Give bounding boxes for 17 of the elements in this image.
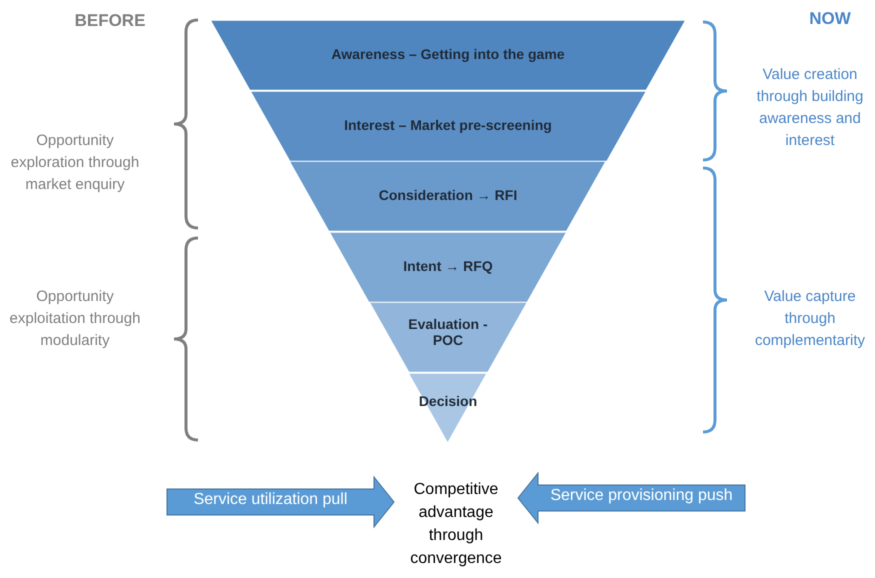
heading: BEFORE	[74, 10, 146, 32]
band-label: Decision	[418, 392, 478, 408]
annotation-text: Opportunity exploration through market enquiry	[10, 131, 140, 195]
block-arrow	[166, 476, 395, 528]
annotation-text: Value capture through complementarity	[754, 287, 866, 351]
band-label: Interest – Market pre-screening	[343, 116, 553, 132]
band-label: Awareness – Getting into the game	[330, 46, 566, 62]
edge-label: Service utilization pull	[192, 491, 348, 509]
heading: NOW	[808, 8, 852, 30]
band-label: Consideration → RFI	[378, 187, 518, 203]
edge-label: Service provisioning push	[549, 487, 734, 505]
annotation-text: Opportunity exploitation through modularity	[8, 287, 142, 351]
annotation-text: Value creation through building awareness and interest	[756, 65, 864, 151]
block-arrow	[517, 472, 746, 524]
band-label: Evaluation - POC	[407, 316, 489, 348]
outcome-text: Competitive advantage through convergence	[409, 480, 503, 569]
band-label: Intent → RFQ	[402, 258, 494, 274]
